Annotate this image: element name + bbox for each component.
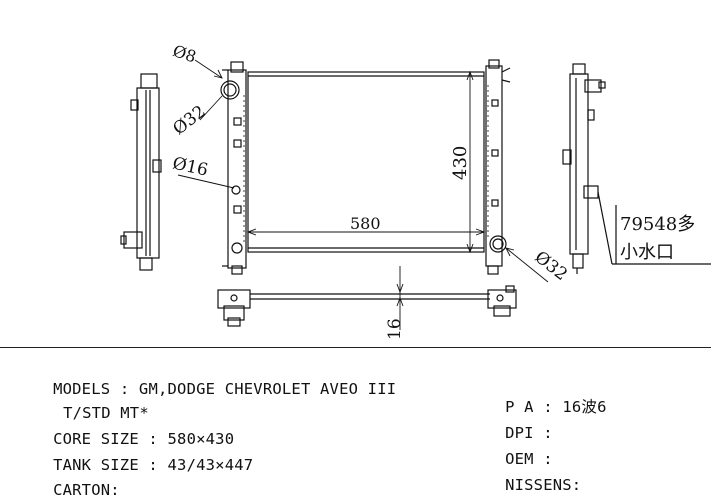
callout-line-2: 小水口 <box>620 242 674 263</box>
dim-depth: 16 <box>385 318 405 340</box>
spec-dpi: DPI : <box>505 424 553 442</box>
callout-line-1: 79548多 <box>620 214 695 235</box>
oem-label: OEM <box>505 450 534 468</box>
spec-oem: OEM : <box>505 450 553 468</box>
dim-d8: Ø8 <box>171 41 199 66</box>
nissens-label: NISSENS: <box>505 476 582 494</box>
dim-height: 430 <box>450 146 471 180</box>
core-value: 580×430 <box>167 430 235 448</box>
radiator-front-view <box>220 59 511 275</box>
models-value-cont: T/STD MT* <box>63 404 149 422</box>
tank-value: 43/43×447 <box>167 456 254 474</box>
bottom-plan-view <box>217 285 517 327</box>
spec-nissens: NISSENS: <box>486 452 581 496</box>
models-value: GM,DODGE CHEVROLET AVEO III <box>138 380 397 398</box>
models-label: MODELS <box>53 380 111 398</box>
pa-label: P A <box>505 398 534 416</box>
pa-value: 16波6 <box>562 398 607 416</box>
dim-d32-bottom: Ø32 <box>531 247 571 285</box>
spec-carton: CARTON: <box>34 457 120 501</box>
spec-models-cont: T/STD MT* <box>44 380 149 424</box>
right-side-view <box>562 63 711 274</box>
core-label: CORE SIZE <box>53 430 139 448</box>
carton-label: CARTON: <box>53 481 120 499</box>
radiator-technical-drawing: Ø8 Ø32 Ø16 580 430 Ø32 16 79548多 小水口 <box>120 41 711 340</box>
dim-d32-top: Ø32 <box>169 102 209 140</box>
tank-label: TANK SIZE <box>53 456 139 474</box>
spec-pa: P A : 16波6 <box>505 398 607 416</box>
dim-width: 580 <box>350 214 381 233</box>
dpi-label: DPI <box>505 424 534 442</box>
spec-tank-size: TANK SIZE : 43/43×447 <box>53 456 254 474</box>
spec-core-size: CORE SIZE : 580×430 <box>53 430 235 448</box>
spec-models: MODELS : GM,DODGE CHEVROLET AVEO III <box>53 380 397 398</box>
section-divider <box>0 347 711 348</box>
left-side-view <box>120 73 162 271</box>
dim-d16: Ø16 <box>171 154 210 181</box>
